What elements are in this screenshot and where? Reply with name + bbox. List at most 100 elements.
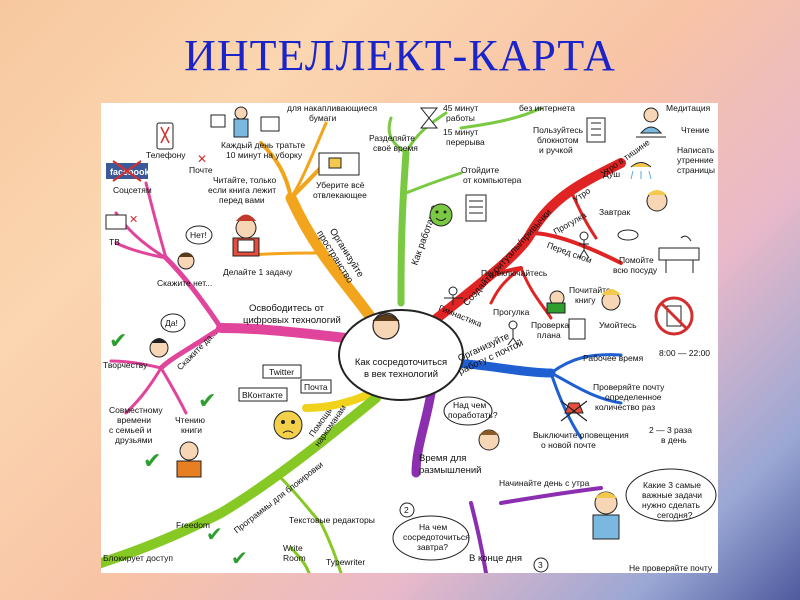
branch-time bbox=[411, 388, 436, 478]
number-3-circle: 3 bbox=[533, 557, 549, 573]
read-book-2: книгу bbox=[575, 295, 596, 305]
write-room-2: Room bbox=[283, 553, 306, 563]
man-thinking-icon bbox=[592, 491, 620, 540]
pochta-tag: Почта bbox=[300, 379, 332, 394]
breakfast-label: Завтрак bbox=[599, 207, 631, 217]
notebook-icon bbox=[586, 117, 606, 143]
vk-tag: ВКонтакте bbox=[238, 387, 288, 402]
blocks-label: Блокирует доступ bbox=[103, 553, 173, 563]
three-tasks-bubble: Какие 3 самые важные задачи нужно сделат… bbox=[625, 468, 717, 522]
phone-icon bbox=[156, 122, 174, 150]
center-node: Как сосредоточиться в век технологий bbox=[338, 309, 464, 401]
shower-icon bbox=[630, 162, 652, 180]
divide-2: своё время bbox=[373, 143, 418, 153]
daily-2: 10 минут на уборку bbox=[226, 150, 303, 160]
check-mail-3: количество раз bbox=[595, 402, 655, 412]
check-creativity-icon: ✔ bbox=[109, 328, 127, 353]
branch-helpers bbox=[302, 389, 375, 412]
papers: бумаги bbox=[309, 113, 337, 123]
three-tasks-1: Какие 3 самые bbox=[643, 480, 701, 490]
notebook-1: Пользуйтесь bbox=[533, 125, 584, 135]
times-1: 2 — 3 раза bbox=[649, 425, 692, 435]
away-1: Отойдите bbox=[461, 165, 499, 175]
end-day-label: В конце дня bbox=[469, 553, 522, 564]
no-phone-icon bbox=[654, 296, 694, 336]
branch-space bbox=[285, 192, 375, 321]
check-together-icon: ✔ bbox=[143, 448, 161, 473]
clipboard-icon bbox=[568, 318, 586, 340]
what-bubble-1: Над чем bbox=[453, 400, 486, 410]
label-time-2: размышлений bbox=[419, 465, 481, 476]
together-4: друзьями bbox=[115, 435, 153, 445]
walk2-label: Прогулка bbox=[493, 307, 530, 317]
say-no-label: Скажите нет... bbox=[157, 278, 212, 288]
notes-icon bbox=[465, 194, 487, 222]
read-1: Читайте, только bbox=[213, 175, 276, 185]
social-label: Соцсетям bbox=[113, 185, 152, 195]
turn-off-2: о новой почте bbox=[541, 440, 596, 450]
check-plan-2: плана bbox=[537, 330, 561, 340]
reading-books-1: Чтению bbox=[175, 415, 206, 425]
away-2: от компьютера bbox=[463, 175, 522, 185]
label-time-1: Время для bbox=[419, 453, 466, 464]
stressed-face-icon bbox=[273, 410, 303, 440]
three-tasks-3: нужно сделать bbox=[642, 500, 701, 510]
check-plan-1: Проверка bbox=[531, 320, 569, 330]
book-reader-icon bbox=[176, 441, 202, 478]
desk-icon bbox=[318, 152, 360, 176]
wash-label: Умойтесь bbox=[599, 320, 637, 330]
papers-top: для накапливающиеся bbox=[287, 103, 377, 113]
tomorrow-bubble: На чем сосредоточиться завтра? bbox=[392, 515, 470, 561]
label-digital-2: цифровых технологий bbox=[243, 315, 341, 326]
tv-label: ТВ bbox=[109, 237, 120, 247]
reading-person-icon bbox=[232, 214, 260, 257]
hourglass-icon bbox=[419, 107, 439, 129]
twitter-tag: Twitter bbox=[262, 364, 302, 379]
tv-icon bbox=[105, 214, 127, 230]
minutes15-2: перерыва bbox=[446, 137, 485, 147]
notebook-3: и ручкой bbox=[539, 145, 573, 155]
yes-bubble-text: Да! bbox=[165, 318, 178, 328]
freedom-label: Freedom bbox=[176, 520, 210, 530]
mind-map: Как сосредоточиться в век технологий Орг… bbox=[101, 103, 718, 573]
meditation-label: Медитация bbox=[666, 103, 711, 113]
branch-digital bbox=[216, 323, 351, 343]
vk-label: ВКонтакте bbox=[242, 390, 283, 400]
minutes45-2: работы bbox=[446, 113, 475, 123]
daily-1: Каждый день тратьте bbox=[221, 140, 305, 150]
creativity-label: Творчеству bbox=[103, 360, 148, 370]
reading-child-icon bbox=[546, 290, 566, 314]
check-mail-2: определенное bbox=[605, 392, 662, 402]
center-line1: Как сосредоточиться bbox=[355, 357, 447, 368]
hours-label: 8:00 — 22:00 bbox=[659, 348, 710, 358]
read-book-1: Почитайте bbox=[569, 285, 611, 295]
pochta-label: Почта bbox=[304, 382, 328, 392]
gym-person-icon bbox=[444, 286, 463, 305]
notebook-2: блокнотом bbox=[537, 135, 579, 145]
sink-icon bbox=[658, 235, 700, 273]
label-digital-1: Освободитесь от bbox=[249, 303, 325, 314]
remove-1: Уберите всё bbox=[316, 180, 365, 190]
text-editors-label: Текстовые редакторы bbox=[289, 515, 375, 525]
telephone-label: Телефону bbox=[146, 150, 186, 160]
morning-pages-1: Написать bbox=[677, 145, 715, 155]
times-2: в день bbox=[661, 435, 687, 445]
turn-off-1: Выключите оповещения bbox=[533, 430, 629, 440]
together-1: Совместному bbox=[109, 405, 163, 415]
three-tasks-2: важные задачи bbox=[642, 490, 702, 500]
check-freedom-icon: ✔ bbox=[206, 524, 223, 546]
dishes-2: всю посуду bbox=[613, 265, 658, 275]
read-2: если книга лежит bbox=[208, 185, 276, 195]
person-cleaning-icon bbox=[210, 106, 280, 138]
tomorrow-2: сосредоточиться bbox=[403, 532, 470, 542]
label-rituals: Создайте ритуалы/привычки bbox=[461, 207, 554, 308]
minutes45-1: 45 минут bbox=[443, 103, 478, 113]
typewriter-label: Typewriter bbox=[326, 557, 365, 567]
walker-icon bbox=[507, 320, 519, 346]
smiley-icon bbox=[429, 203, 453, 227]
thinker-icon bbox=[478, 429, 500, 451]
together-3: с семьей и bbox=[109, 425, 152, 435]
reading-label: Чтение bbox=[681, 125, 710, 135]
say-yes-label: Скажите да... bbox=[175, 328, 219, 372]
what-bubble-2: поработать? bbox=[448, 410, 498, 420]
